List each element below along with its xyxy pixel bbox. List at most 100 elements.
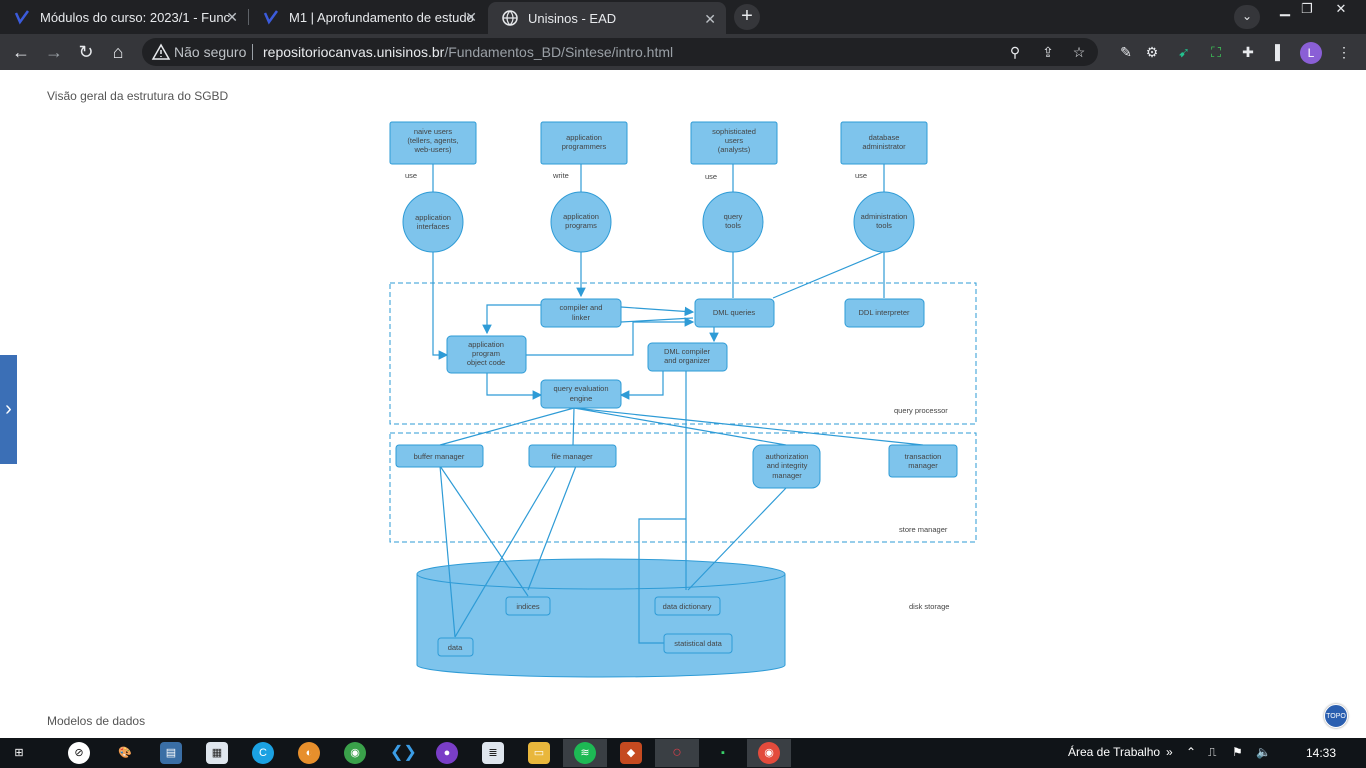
url-text[interactable]: repositoriocanvas.unisinos.br/Fundamento… [263, 44, 673, 60]
screenshot-extension-icon[interactable]: ⛶ [1211, 44, 1221, 60]
volume-icon[interactable]: 🔈 [1256, 745, 1271, 759]
terminal-icon[interactable]: ▪ [721, 747, 725, 759]
firefox-icon[interactable]: ◐ [298, 742, 320, 764]
svg-text:DML queries: DML queries [713, 308, 755, 317]
share-icon[interactable]: ⇪ [1042, 44, 1054, 60]
forward-arrow-icon[interactable]: → [45, 42, 63, 62]
desktop-toolbar-label[interactable]: Área de Trabalho [1068, 745, 1161, 759]
chevron-up-icon[interactable]: ⌃ [1186, 745, 1197, 759]
app-icon[interactable]: ⊘ [68, 742, 90, 764]
store-manager-label: store manager [899, 525, 948, 534]
tab-m1[interactable]: M1 | Aprofundamento de estudo ✕ [249, 0, 487, 34]
chrome-active-icon[interactable]: ◉ [758, 742, 780, 764]
tab-search-button[interactable]: ⌄ [1234, 5, 1260, 29]
network-icon[interactable]: ⎍ [1208, 745, 1217, 759]
tab-modulos[interactable]: Módulos do curso: 2023/1 - Func ✕ [0, 0, 248, 34]
query-processor-label: query processor [894, 406, 948, 415]
kebab-menu-icon[interactable]: ⋮ [1337, 44, 1351, 60]
svg-text:buffer manager: buffer manager [414, 452, 465, 461]
close-icon[interactable]: ✕ [465, 9, 477, 25]
indices-box: indices [505, 596, 551, 616]
minimize-button[interactable]: ▁ [1280, 1, 1290, 16]
tab-unisinos-ead[interactable]: Unisinos - EAD ✕ [488, 2, 726, 34]
puzzle-icon[interactable]: ✚ [1242, 44, 1254, 60]
edge-label-use: use [855, 171, 867, 180]
flag-icon[interactable]: ⚑ [1232, 745, 1243, 759]
paint-icon[interactable]: 🎨 [118, 747, 132, 759]
shield-app-icon[interactable]: ◆ [620, 742, 642, 764]
url-divider [252, 44, 253, 60]
svg-text:DDL interpreter: DDL interpreter [859, 308, 910, 317]
edge-label-use: use [705, 172, 717, 181]
restore-button[interactable]: ❐ [1301, 1, 1313, 16]
pen-extension-icon[interactable]: ✎ [1120, 44, 1132, 60]
query-processor-boundary [389, 282, 977, 425]
url-host: repositoriocanvas.unisinos.br [263, 44, 445, 60]
sidepanel-icon[interactable]: ▌ [1275, 44, 1285, 60]
avatar[interactable]: L [1300, 42, 1322, 64]
chrome-icon[interactable]: ◉ [344, 742, 366, 764]
back-to-top-button[interactable]: TOPO [1324, 704, 1348, 728]
close-icon[interactable]: ✕ [704, 11, 716, 27]
document-icon[interactable]: ▤ [160, 742, 182, 764]
dbms-structure-diagram: naive users(tellers, agents,web-users) a… [389, 121, 977, 678]
address-bar[interactable]: Não seguro repositoriocanvas.unisinos.br… [142, 38, 1098, 66]
section-title: Visão geral da estrutura do SGBD [47, 89, 229, 103]
new-tab-button[interactable]: + [734, 4, 760, 30]
gear-extension-icon[interactable]: ⚙ [1145, 44, 1159, 60]
close-icon[interactable]: ✕ [226, 9, 238, 25]
sidebar-toggle-button[interactable]: › [0, 355, 17, 464]
clock[interactable]: 14:33 [1306, 746, 1337, 760]
windows-start-icon[interactable]: ⊞ [14, 747, 24, 759]
zoom-icon[interactable]: ⚲ [1009, 44, 1021, 60]
store-manager-boundary [389, 432, 977, 543]
github-icon[interactable]: ● [436, 742, 458, 764]
star-icon[interactable]: ☆ [1072, 44, 1086, 60]
insecure-label[interactable]: Não seguro [174, 44, 247, 60]
svg-text:naive users(tellers, agents,we: naive users(tellers, agents,web-users) [407, 127, 458, 154]
folder-icon[interactable]: ▭ [528, 742, 550, 764]
spotify-icon[interactable]: ≋ [574, 742, 596, 764]
file-manager-box: file manager [528, 444, 617, 468]
opera-icon[interactable]: ○ [672, 744, 682, 761]
window-close-button[interactable]: ✕ [1335, 1, 1347, 16]
calculator-icon[interactable]: ▦ [206, 742, 228, 764]
home-icon[interactable]: ⌂ [112, 42, 124, 62]
tab-separator [248, 9, 249, 25]
globe-icon [502, 10, 518, 26]
vscode-icon[interactable]: ❮❯ [390, 744, 417, 761]
canvas-logo-icon [263, 10, 279, 25]
dml-queries-box: DML queries [694, 298, 775, 328]
c-app-icon[interactable]: C [252, 742, 274, 764]
chevron-right-icon[interactable]: » [1166, 745, 1173, 759]
edge-label-write: write [552, 171, 569, 180]
notepad-icon[interactable]: ≣ [482, 742, 504, 764]
back-arrow-icon[interactable]: ← [12, 42, 30, 62]
bird-extension-icon[interactable]: ➹ [1178, 44, 1190, 60]
reload-icon[interactable]: ↻ [78, 42, 94, 62]
svg-text:data dictionary: data dictionary [663, 602, 712, 611]
warning-icon[interactable] [151, 43, 171, 61]
